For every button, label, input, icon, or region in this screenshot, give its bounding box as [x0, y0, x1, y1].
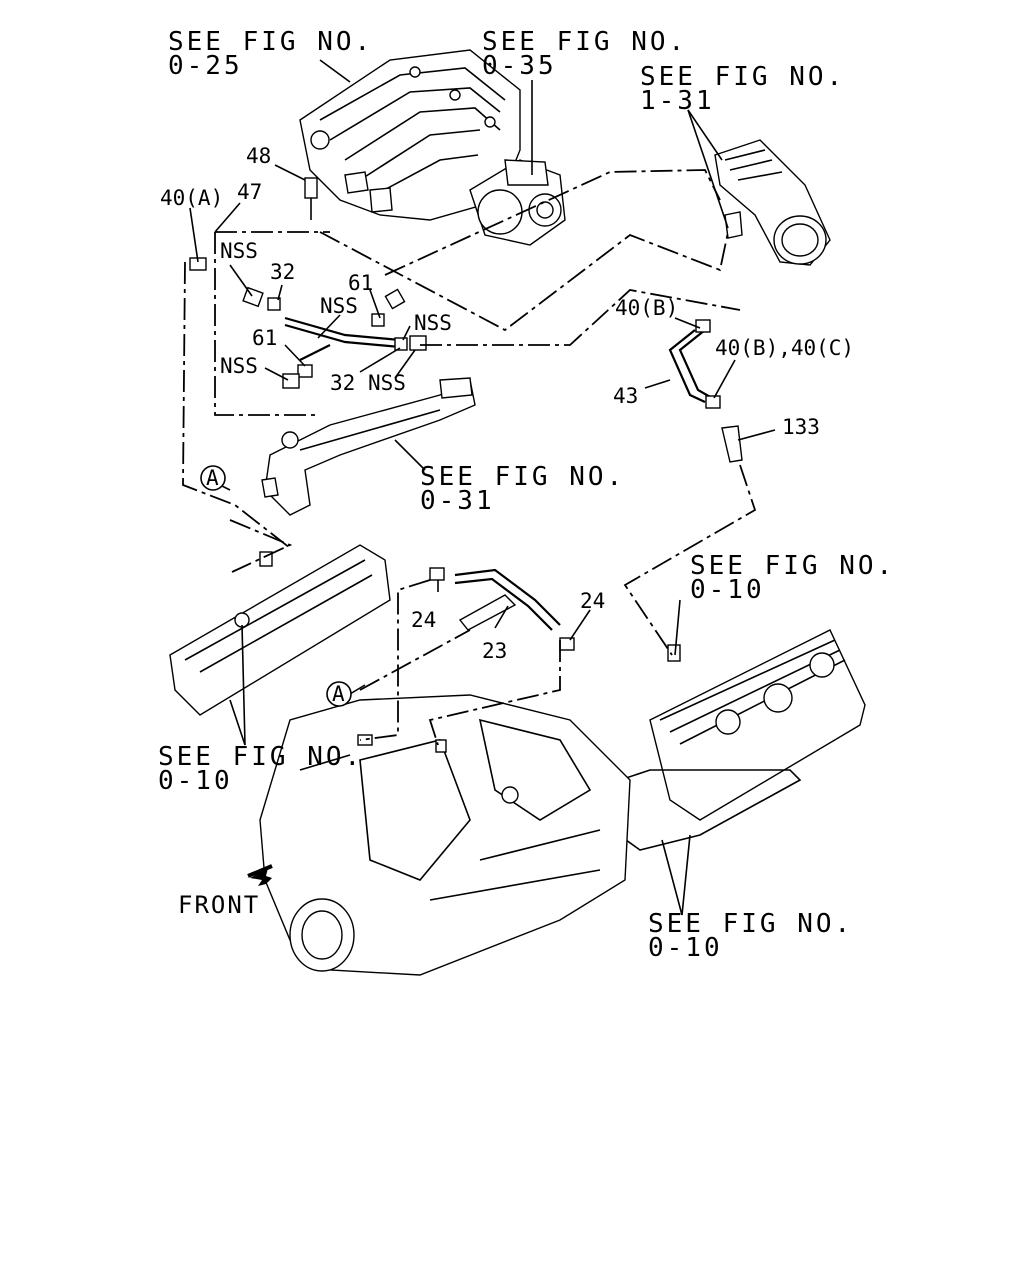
see-fig-1-31-line1: SEE FIG NO.: [640, 62, 845, 92]
hose-assembly-right: [668, 319, 743, 463]
hose-assembly-lower: [429, 567, 575, 651]
front-arrow-icon: [247, 864, 273, 886]
air-duct-drawing: [714, 139, 831, 266]
marker-a-bottom: A: [326, 681, 352, 707]
throttle-body-drawing: [469, 159, 566, 246]
callout-40b: 40(B): [615, 296, 678, 320]
see-fig-0-10-right-line2: 0-10: [690, 575, 765, 605]
callout-nss-3: NSS: [414, 311, 452, 335]
callout-61-b: 61: [252, 326, 277, 350]
callout-32-b: 32: [330, 371, 355, 395]
see-fig-0-10-right-line1: SEE FIG NO.: [690, 551, 895, 581]
callout-40b-40c: 40(B),40(C): [715, 336, 854, 360]
see-fig-0-25-line1: SEE FIG NO.: [168, 27, 373, 57]
hose-assembly-left: [189, 177, 427, 389]
callout-133: 133: [782, 415, 820, 439]
engine-block-drawing: [259, 694, 631, 976]
callout-32-a: 32: [270, 260, 295, 284]
see-fig-0-10-left-line1: SEE FIG NO.: [158, 742, 363, 772]
callout-nss-1: NSS: [220, 239, 258, 263]
callout-48: 48: [246, 144, 271, 168]
connection-lines: [182, 169, 757, 746]
callout-40a: 40(A): [160, 186, 223, 210]
see-fig-0-35-line1: SEE FIG NO.: [482, 27, 687, 57]
see-fig-0-10-bottom-line2: 0-10: [648, 933, 723, 963]
see-fig-0-31-line2: 0-31: [420, 486, 495, 516]
left-valve-cover-drawing: [169, 544, 391, 716]
marker-a-bottom-label: A: [332, 682, 345, 706]
callout-61-a: 61: [348, 271, 373, 295]
callout-47: 47: [237, 180, 262, 204]
callout-nss-5: NSS: [368, 371, 406, 395]
see-fig-0-10-bottom-line1: SEE FIG NO.: [648, 909, 853, 939]
callout-23: 23: [482, 639, 507, 663]
callout-nss-2: NSS: [320, 294, 358, 318]
marker-a-top-label: A: [206, 466, 219, 490]
see-fig-0-31-line1: SEE FIG NO.: [420, 462, 625, 492]
see-fig-0-25-line2: 0-25: [168, 51, 243, 81]
marker-a-top: A: [200, 465, 226, 491]
front-label: FRONT: [178, 891, 260, 919]
see-fig-0-35-line2: 0-35: [482, 51, 557, 81]
leader-lines: [189, 59, 776, 916]
see-fig-0-10-left-line2: 0-10: [158, 766, 233, 796]
callout-43: 43: [613, 384, 638, 408]
intake-manifold-drawing: [299, 49, 521, 221]
callout-24-a: 24: [411, 608, 436, 632]
see-fig-1-31-line2: 1-31: [640, 86, 715, 116]
callout-nss-4: NSS: [220, 354, 258, 378]
water-pipe-drawing: [261, 377, 476, 516]
right-valve-cover-drawing: [588, 629, 866, 851]
callout-24-b: 24: [580, 589, 605, 613]
